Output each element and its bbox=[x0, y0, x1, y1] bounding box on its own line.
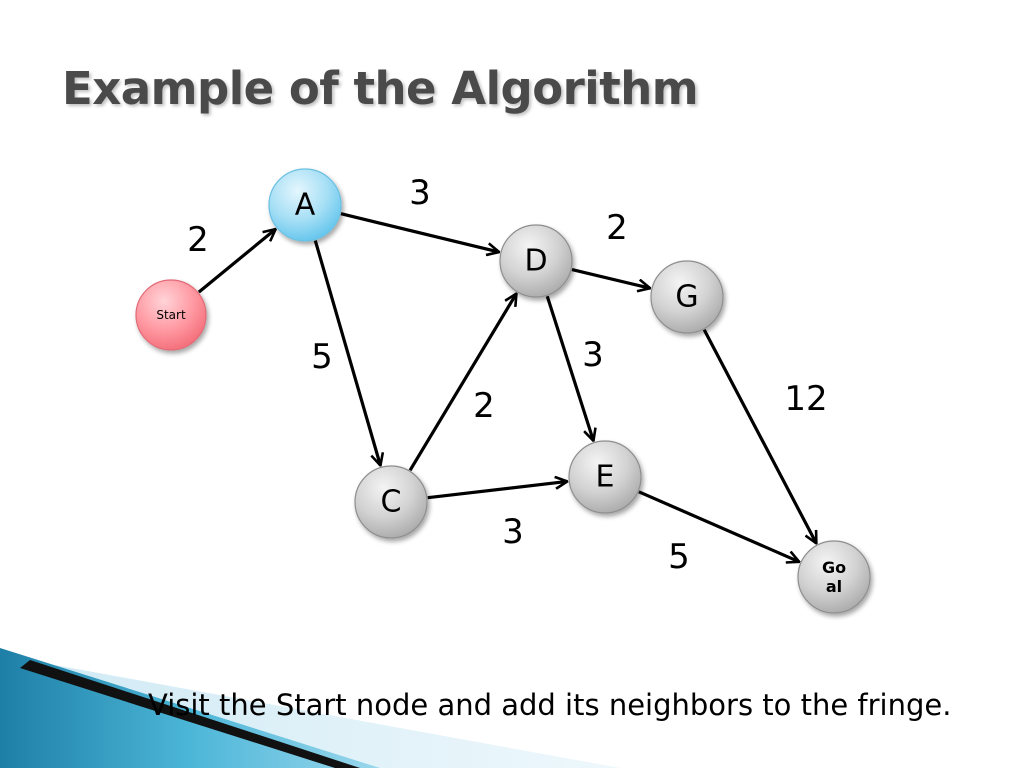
node-circle bbox=[268, 168, 342, 242]
edge-A-D bbox=[340, 212, 499, 252]
node-c: C bbox=[354, 465, 428, 539]
edge-start-A bbox=[197, 229, 276, 294]
node-circle bbox=[568, 440, 642, 514]
node-e: E bbox=[568, 440, 642, 514]
node-circle bbox=[499, 224, 573, 298]
node-a: A bbox=[268, 168, 342, 242]
node-label: C bbox=[381, 485, 402, 520]
edge-E-goal bbox=[638, 490, 799, 562]
edge-C-D bbox=[408, 294, 516, 472]
node-d: D bbox=[499, 224, 573, 298]
edge-weight-D-G: 2 bbox=[606, 208, 628, 248]
node-label: A bbox=[295, 188, 316, 223]
decor-blue-band bbox=[0, 648, 380, 768]
edge-weight-D-E: 3 bbox=[582, 335, 604, 375]
edge-C-E bbox=[427, 481, 568, 500]
node-label: Start bbox=[156, 308, 186, 322]
edge-weight-G-goal: 12 bbox=[784, 379, 827, 419]
node-start: Start bbox=[135, 279, 207, 351]
edge-weight-C-D: 2 bbox=[473, 386, 495, 426]
node-circle bbox=[354, 465, 428, 539]
node-circle bbox=[135, 279, 207, 351]
edge-A-C bbox=[313, 240, 380, 466]
node-circle bbox=[650, 260, 724, 334]
edge-G-goal bbox=[702, 329, 818, 544]
caption-text: Visit the Start node and add its neighbo… bbox=[148, 688, 952, 722]
edge-D-E bbox=[545, 295, 593, 441]
edge-weight-A-D: 3 bbox=[409, 173, 431, 213]
edge-weight-C-E: 3 bbox=[502, 512, 524, 552]
node-g: G bbox=[650, 260, 724, 334]
slide-title: Example of the Algorithm bbox=[62, 62, 699, 115]
node-label: D bbox=[524, 244, 547, 279]
edge-weight-A-C: 5 bbox=[311, 337, 333, 377]
node-circle bbox=[797, 540, 871, 614]
edge-weight-start-A: 2 bbox=[187, 220, 209, 260]
node-label: G bbox=[675, 280, 698, 315]
edge-weight-E-goal: 5 bbox=[668, 537, 690, 577]
decor-black-stripe bbox=[20, 660, 360, 768]
edge-D-G bbox=[571, 268, 650, 289]
node-label: E bbox=[596, 460, 615, 495]
